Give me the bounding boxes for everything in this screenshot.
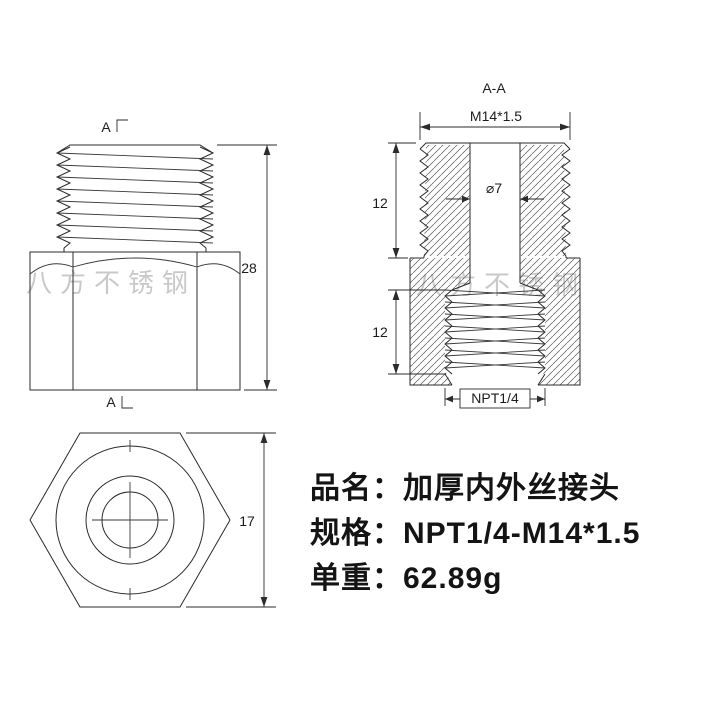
dim17-label: 17 [239,513,255,529]
front-hex-facet-lines [72,252,198,390]
dim-npt-label: NPT1/4 [471,390,519,406]
section-marker-top-label: A [101,119,111,135]
dim-upper12-label: 12 [372,195,388,211]
front-thread-left-profile [55,146,72,249]
section-bottom-chamfers [444,373,546,386]
front-thread-crest-lines [56,152,214,244]
front-dim28-arrow-top [263,145,271,155]
product-weight-value: 62.89g [403,562,503,595]
dim-lower12-arrow-bottom [392,364,400,374]
topview-center-cross [92,482,168,558]
dim-npt-arrow-right [537,395,545,403]
dim-bore-arrow-right [520,195,528,203]
section-view-title: A-A [482,80,506,96]
dim-lower12-extension-lines [388,289,446,375]
front-hex-outline [29,251,241,391]
dim-lower12-arrow-top [392,290,400,300]
internal-thread-helix-lines-b [444,289,546,369]
product-weight-label: 单重： [310,562,403,595]
section-thread-right-profile [561,148,571,258]
product-spec-row: 规格： NPT1/4-M14*1.5 [310,515,640,553]
watermark-left: 八方不锈钢 [26,268,196,298]
dim-upper12-extension-lines [388,142,416,259]
dim17-extension-lines [186,432,276,608]
dim17-arrow-top [260,433,268,443]
section-marker-bottom-symbol [121,396,133,409]
section-lower-outline [409,258,581,386]
front-dim28-label: 28 [241,260,257,276]
dim-m14-label: M14*1.5 [470,108,522,124]
front-dim28-arrow-bottom [263,380,271,390]
hatch-upper-right [520,145,566,256]
product-name-label: 品名： [310,472,403,505]
top-view: 17 [29,432,276,608]
product-name-value: 加厚内外丝接头 [403,472,620,505]
dim-upper12-arrow-bottom [392,248,400,258]
front-hex-chamfer-arcs [29,257,241,275]
dim-m14-extension-lines [419,112,571,140]
product-spec-value: NPT1/4-M14*1.5 [403,517,641,550]
hatch-lower-left [410,258,470,385]
dim-upper12-arrow-top [392,143,400,153]
dim-npt-extension-lines [444,388,546,406]
dim-npt-label-box [459,388,531,409]
dim-m14-arrow-right [560,123,570,131]
section-marker-top-symbol [116,119,128,132]
dim17-arrow-bottom [260,597,268,607]
product-name-row: 品名： 加厚内外丝接头 [310,470,640,508]
dim-bore-label: ⌀7 [486,180,502,196]
dim-lower12-label: 12 [372,324,388,340]
hatch-upper-left [424,145,470,256]
front-neck-lines [63,248,207,252]
section-thread-left-profile [419,148,429,258]
section-bore-chamfer [451,282,539,291]
topview-hexagon [29,432,231,608]
dim-bore-arrow-left [462,195,470,203]
dim-m14-arrow-left [420,123,430,131]
front-view: 28 A A [29,119,277,410]
section-top-edge [419,142,571,150]
product-info-block: 品名： 加厚内外丝接头 规格： NPT1/4-M14*1.5 单重： 62.89… [310,470,640,598]
front-thread-right-profile [198,146,215,249]
dim-npt-arrow-left [445,395,453,403]
hatch-lower-right [520,258,580,385]
section-view: A-A M14*1.5 ⌀7 [372,80,581,409]
front-thread-top-edge [56,144,214,154]
product-spec-label: 规格： [310,517,403,550]
section-bore-lines [469,143,521,283]
topview-middle-circle [85,475,175,565]
product-weight-row: 单重： 62.89g [310,560,640,598]
section-marker-bottom-label: A [106,394,116,410]
